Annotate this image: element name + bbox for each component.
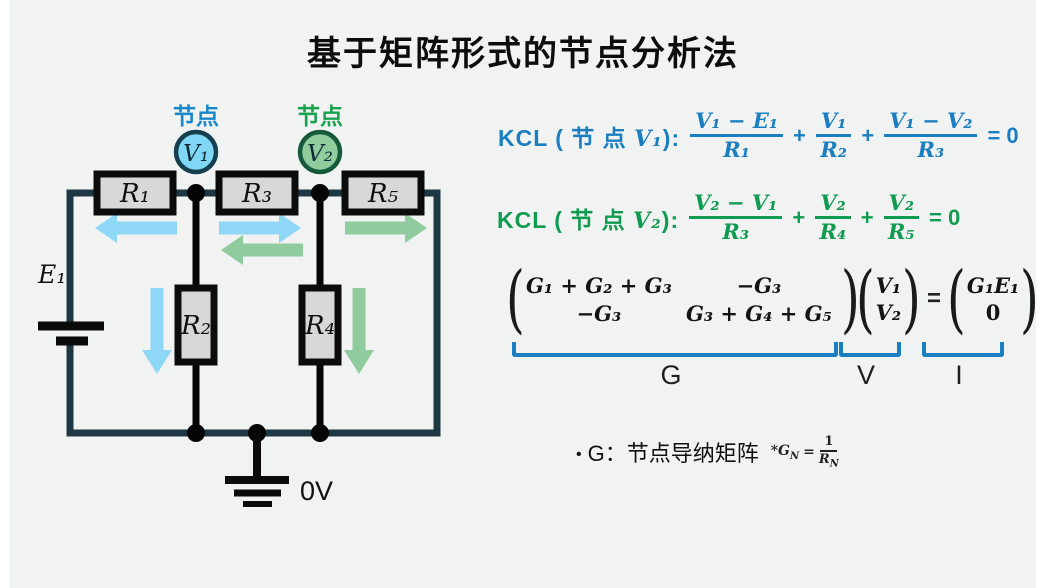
circuit-outer-wire	[66, 189, 441, 437]
current-arrow-r2-blue-down	[142, 288, 172, 374]
equals-zero: = 0	[987, 122, 1019, 148]
resistor-r2-label: R₂	[180, 311, 211, 341]
kcl1-label-var: V₁	[634, 125, 663, 152]
kcl1-label: KCL ( 节 点 V₁):	[498, 124, 681, 152]
voltage-vector: V₁ V₂	[873, 273, 905, 325]
junction-dot	[187, 424, 205, 442]
current-vector: G₁E₁ 0	[964, 273, 1022, 325]
ground-voltage-label: 0V	[300, 476, 333, 506]
equals-zero: = 0	[929, 204, 961, 230]
junction-dot	[311, 424, 329, 442]
circuit-diagram: E₁ R₁ R₃ R₅ R₂ R₄ V₁ V₂ 节点 节点 0V	[37, 103, 441, 507]
underbrace-i	[922, 342, 1004, 357]
vector-b1: G₁E₁	[966, 273, 1020, 298]
page-title: 基于矩阵形式的节点分析法	[307, 35, 739, 73]
matrix-equation: ( G₁ + G₂ + G₃ −G₃ −G₃ G₃ + G₄ + G₅ ) ( …	[506, 256, 1040, 342]
resistor-r2-box	[174, 284, 218, 366]
node-v1-circle	[173, 129, 219, 175]
vector-b2: 0	[985, 300, 1001, 325]
plus-sign: +	[861, 122, 875, 148]
current-arrow-r3-blue-right	[219, 213, 301, 243]
vector-v2: V₂	[875, 300, 902, 325]
current-arrow-r4-green-down	[344, 288, 374, 374]
matrix-label-g: G	[660, 360, 682, 390]
resistor-r5-label: R₅	[367, 179, 399, 209]
node-v2-label: V₂	[307, 141, 333, 167]
kcl2-label: KCL ( 节 点 V₂):	[497, 206, 680, 234]
matrix-label-i: I	[955, 360, 963, 390]
resistor-r1-box	[93, 170, 177, 216]
bullet-icon: •	[576, 446, 582, 464]
matrix-cell-12: −G₃	[736, 272, 782, 298]
kcl2-label-var: V₂	[633, 207, 662, 234]
resistor-r3-label: R₃	[241, 179, 272, 209]
vector-v1: V₁	[875, 273, 902, 298]
right-paren: )	[902, 256, 921, 342]
equals-sign: =	[927, 285, 942, 312]
plus-sign: +	[793, 122, 806, 148]
left-paren: (	[855, 256, 875, 342]
node2-caption: 节点	[297, 103, 343, 129]
junction-dot	[187, 184, 205, 202]
resistor-r4-label: R₄	[304, 311, 335, 341]
matrix-cell-22: G₃ + G₄ + G₅	[685, 300, 832, 326]
left-paren: (	[506, 256, 525, 342]
current-arrow-r3-green-left	[221, 235, 303, 265]
note-text: •G：节点导纳矩阵	[576, 441, 759, 467]
right-paren: )	[840, 256, 860, 342]
node-v1-label: V₁	[183, 141, 209, 167]
resistor-r4-box	[298, 284, 342, 366]
current-arrow-r1-blue-left	[95, 213, 177, 243]
resistor-r3-box	[215, 170, 299, 216]
plus-sign: +	[860, 204, 874, 230]
node-v2-circle	[297, 129, 343, 175]
underbrace-v	[839, 342, 901, 357]
resistor-r1-label: R₁	[119, 179, 150, 209]
source-e1-label: E₁	[37, 260, 66, 289]
node1-caption: 节点	[173, 103, 219, 129]
junction-dot	[311, 184, 329, 202]
plus-sign: +	[792, 204, 806, 230]
resistor-r5-box	[341, 170, 425, 216]
left-paren: (	[947, 256, 966, 342]
matrix-cell-11: G₁ + G₂ + G₃	[525, 272, 672, 298]
conductance-matrix: G₁ + G₂ + G₃ −G₃ −G₃ G₃ + G₄ + G₅	[523, 273, 843, 326]
matrix-cell-21: −G₃	[576, 300, 622, 326]
matrix-label-v: V	[856, 360, 875, 390]
underbrace-g	[512, 342, 838, 357]
current-arrow-r5-green-right	[345, 213, 427, 243]
right-paren: )	[1020, 256, 1040, 342]
